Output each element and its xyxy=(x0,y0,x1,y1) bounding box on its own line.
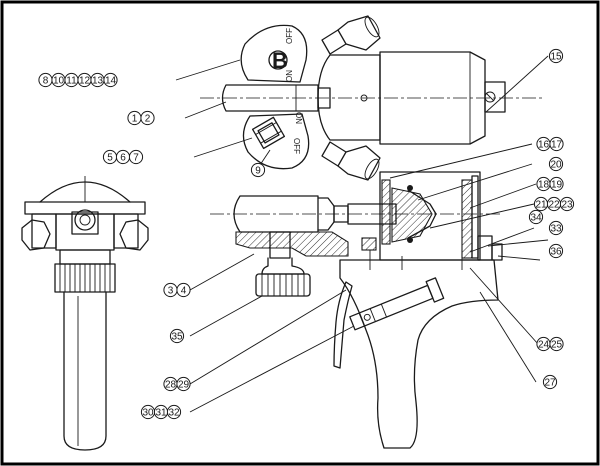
callout-number: 23 xyxy=(561,200,573,211)
callout-number: 17 xyxy=(551,140,563,151)
callout-c-20: 20 xyxy=(548,156,564,172)
trigger-fitting xyxy=(349,277,445,331)
callout-number: 22 xyxy=(548,200,560,211)
callout-circle xyxy=(250,162,266,178)
end-view-handle xyxy=(63,291,107,451)
callout-circle xyxy=(549,136,564,152)
callout-circle xyxy=(549,176,564,192)
callout-circle xyxy=(176,282,191,298)
callout-number: 24 xyxy=(538,340,550,351)
callout-number: 19 xyxy=(551,180,563,191)
callout-circle xyxy=(559,196,575,212)
callout-number: 35 xyxy=(171,332,183,343)
callout-number: 11 xyxy=(66,76,77,87)
callout-circle xyxy=(548,48,564,64)
callout-number: 33 xyxy=(550,224,562,235)
callout-circle xyxy=(548,243,564,259)
callout-circle xyxy=(166,404,182,420)
callout-number: 7 xyxy=(133,153,139,164)
callout-number: 29 xyxy=(178,380,190,391)
callout-c-27: 27 xyxy=(542,374,558,390)
callout-number: 32 xyxy=(168,408,180,419)
trigger xyxy=(333,281,353,369)
callout-number: 18 xyxy=(538,180,550,191)
callout-number: 10 xyxy=(53,76,65,87)
callout-circle xyxy=(169,328,185,344)
callout-c-34: 34 xyxy=(528,209,544,225)
callout-number: 3 xyxy=(168,286,174,297)
valve-key xyxy=(251,116,286,150)
callout-number: 9 xyxy=(255,166,261,177)
upper-valve-on: ON xyxy=(285,70,294,82)
callout-number: 34 xyxy=(530,213,542,224)
callout-c-36: 36 xyxy=(548,243,564,259)
leader-lines xyxy=(175,55,549,413)
knurl-lines-end xyxy=(59,264,111,292)
lower-valve-lobe xyxy=(242,113,310,170)
upper-nozzle xyxy=(321,29,347,55)
callout-c-15: 15 xyxy=(548,48,564,64)
end-view xyxy=(21,176,149,451)
callout-circle xyxy=(548,220,564,236)
side-view xyxy=(210,171,503,270)
knurled-knob xyxy=(255,257,311,297)
callout-number: 4 xyxy=(181,286,187,297)
callout-number: 12 xyxy=(79,76,91,87)
callout-c-9: 9 xyxy=(250,162,266,178)
callout-number: 21 xyxy=(535,200,547,211)
callout-number: 30 xyxy=(142,408,154,419)
callout-number: 16 xyxy=(538,140,550,151)
callout-circle xyxy=(103,72,118,88)
callout-circle xyxy=(548,156,564,172)
callout-number: 5 xyxy=(107,153,113,164)
callout-circle xyxy=(542,374,558,390)
callout-number: 2 xyxy=(145,114,151,125)
callout-number: 13 xyxy=(92,76,104,87)
callout-circle xyxy=(128,149,144,165)
callout-circle xyxy=(549,336,564,352)
callout-number: 28 xyxy=(165,380,177,391)
callout-number: 20 xyxy=(550,160,562,171)
callout-number: 1 xyxy=(132,114,138,125)
top-view: B OFF ON ON OFF xyxy=(200,15,545,181)
callout-number: 25 xyxy=(551,340,563,351)
top-manifold xyxy=(317,54,381,141)
callout-number: 15 xyxy=(550,52,562,63)
upper-valve-off: OFF xyxy=(285,28,294,44)
pistol-grip xyxy=(339,259,499,449)
callout-number: 8 xyxy=(43,76,49,87)
callout-circle xyxy=(140,110,155,126)
side-body-section xyxy=(235,231,349,257)
callout-circle xyxy=(528,209,544,225)
callout-c-35: 35 xyxy=(169,328,185,344)
set-screw xyxy=(484,91,496,103)
callout-number: 31 xyxy=(155,408,167,419)
callout-c-33: 33 xyxy=(548,220,564,236)
lower-nozzle xyxy=(321,141,347,167)
side-spindle xyxy=(269,231,291,259)
lower-valve-on: ON xyxy=(294,112,303,124)
upper-valve-lobe xyxy=(240,24,308,83)
callout-circle xyxy=(176,376,191,392)
end-view-body xyxy=(55,213,115,251)
callout-number: 36 xyxy=(550,247,562,258)
lower-valve-off: OFF xyxy=(292,138,301,154)
callout-number: 14 xyxy=(105,76,117,87)
callout-number: 6 xyxy=(120,153,126,164)
upper-valve-letter: B xyxy=(272,48,288,73)
callout-number: 27 xyxy=(544,378,556,389)
